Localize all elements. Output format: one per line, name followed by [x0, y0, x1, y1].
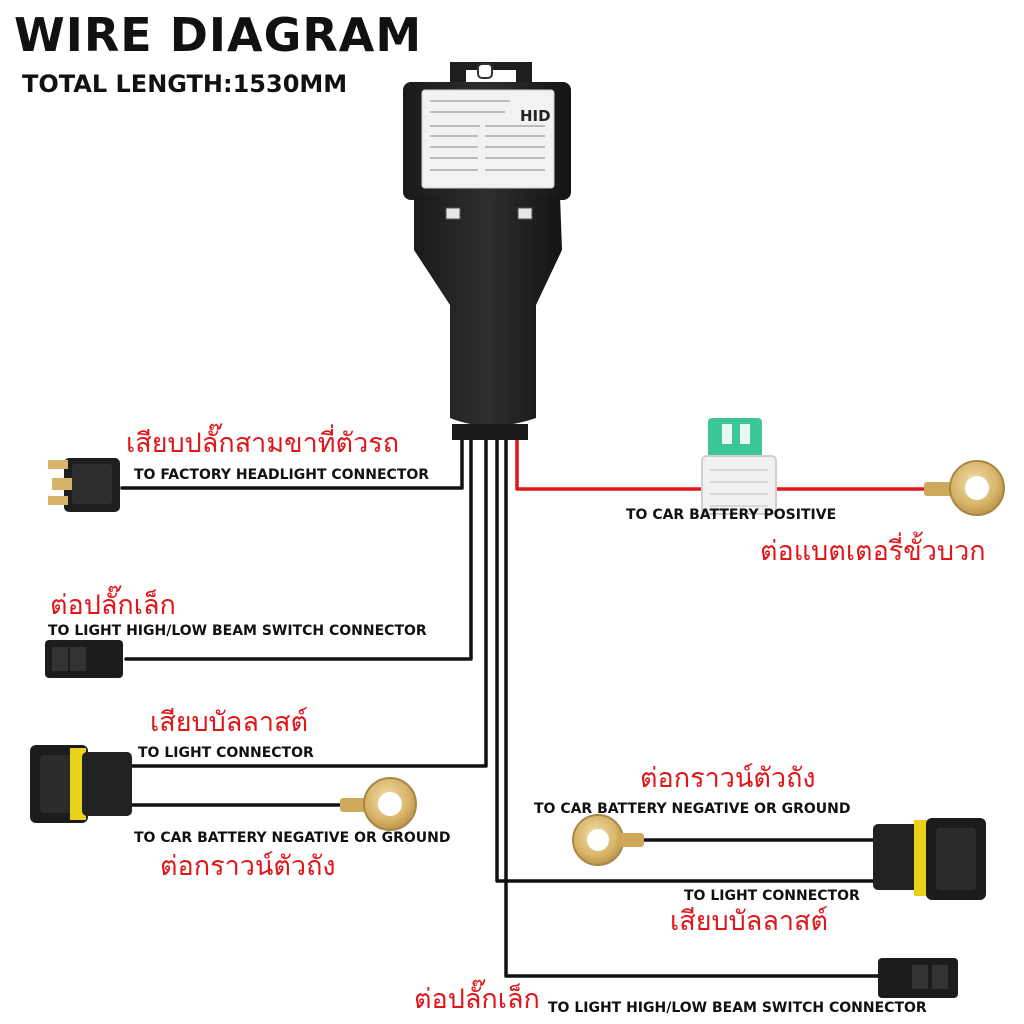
relay-module: HID: [403, 62, 571, 440]
ground-terminal-left-icon: [340, 777, 417, 831]
label-switch-left-th: ต่อปลั๊กเล็ก: [50, 590, 176, 621]
ground-terminal-right-icon: [572, 814, 644, 866]
light-connector-left-icon: [30, 745, 132, 823]
relay-label-lines: [430, 100, 545, 171]
label-battery-positive-en: TO CAR BATTERY POSITIVE: [626, 507, 837, 523]
diagram-subtitle: TOTAL LENGTH:1530MM: [22, 70, 348, 98]
wires: [120, 428, 927, 978]
wire-light-right: [495, 428, 878, 883]
label-light-left-en: TO LIGHT CONNECTOR: [138, 745, 314, 761]
label-ground-left-en: TO CAR BATTERY NEGATIVE OR GROUND: [134, 830, 451, 846]
label-battery-positive-th: ต่อแบตเตอรี่ขั้วบวก: [760, 536, 986, 567]
light-connector-right-icon: [873, 818, 986, 900]
factory-connector-icon: [48, 458, 120, 512]
wire-battery-positive: [515, 434, 710, 491]
label-factory-th: เสียบปลั๊กสามขาที่ตัวรถ: [126, 428, 400, 459]
label-switch-right-en: TO LIGHT HIGH/LOW BEAM SWITCH CONNECTOR: [548, 1000, 927, 1016]
battery-positive-terminal-icon: [924, 460, 1005, 516]
label-factory-en: TO FACTORY HEADLIGHT CONNECTOR: [134, 467, 430, 483]
label-ground-left-th: ต่อกราวน์ตัวถัง: [160, 851, 336, 882]
label-switch-left-en: TO LIGHT HIGH/LOW BEAM SWITCH CONNECTOR: [48, 623, 427, 639]
label-ground-right-en: TO CAR BATTERY NEGATIVE OR GROUND: [534, 801, 851, 817]
relay-brand: HID: [520, 107, 551, 125]
wire-switch-left: [124, 428, 473, 661]
label-light-right-en: TO LIGHT CONNECTOR: [684, 888, 860, 904]
wire-switch-right: [504, 428, 882, 978]
label-switch-right-th: ต่อปลั๊กเล็ก: [414, 984, 540, 1015]
wire-factory-connector: [120, 428, 464, 490]
label-light-left-th: เสียบบัลลาสต์: [150, 707, 309, 738]
label-light-right-th: เสียบบัลลาสต์: [670, 906, 829, 937]
label-ground-right-th: ต่อกราวน์ตัวถัง: [640, 763, 816, 794]
diagram-title: WIRE DIAGRAM: [14, 8, 423, 62]
switch-connector-right-icon: [878, 958, 958, 998]
fuse-icon: [701, 418, 777, 515]
switch-connector-left-icon: [45, 640, 123, 678]
wire-light-left: [129, 428, 488, 768]
